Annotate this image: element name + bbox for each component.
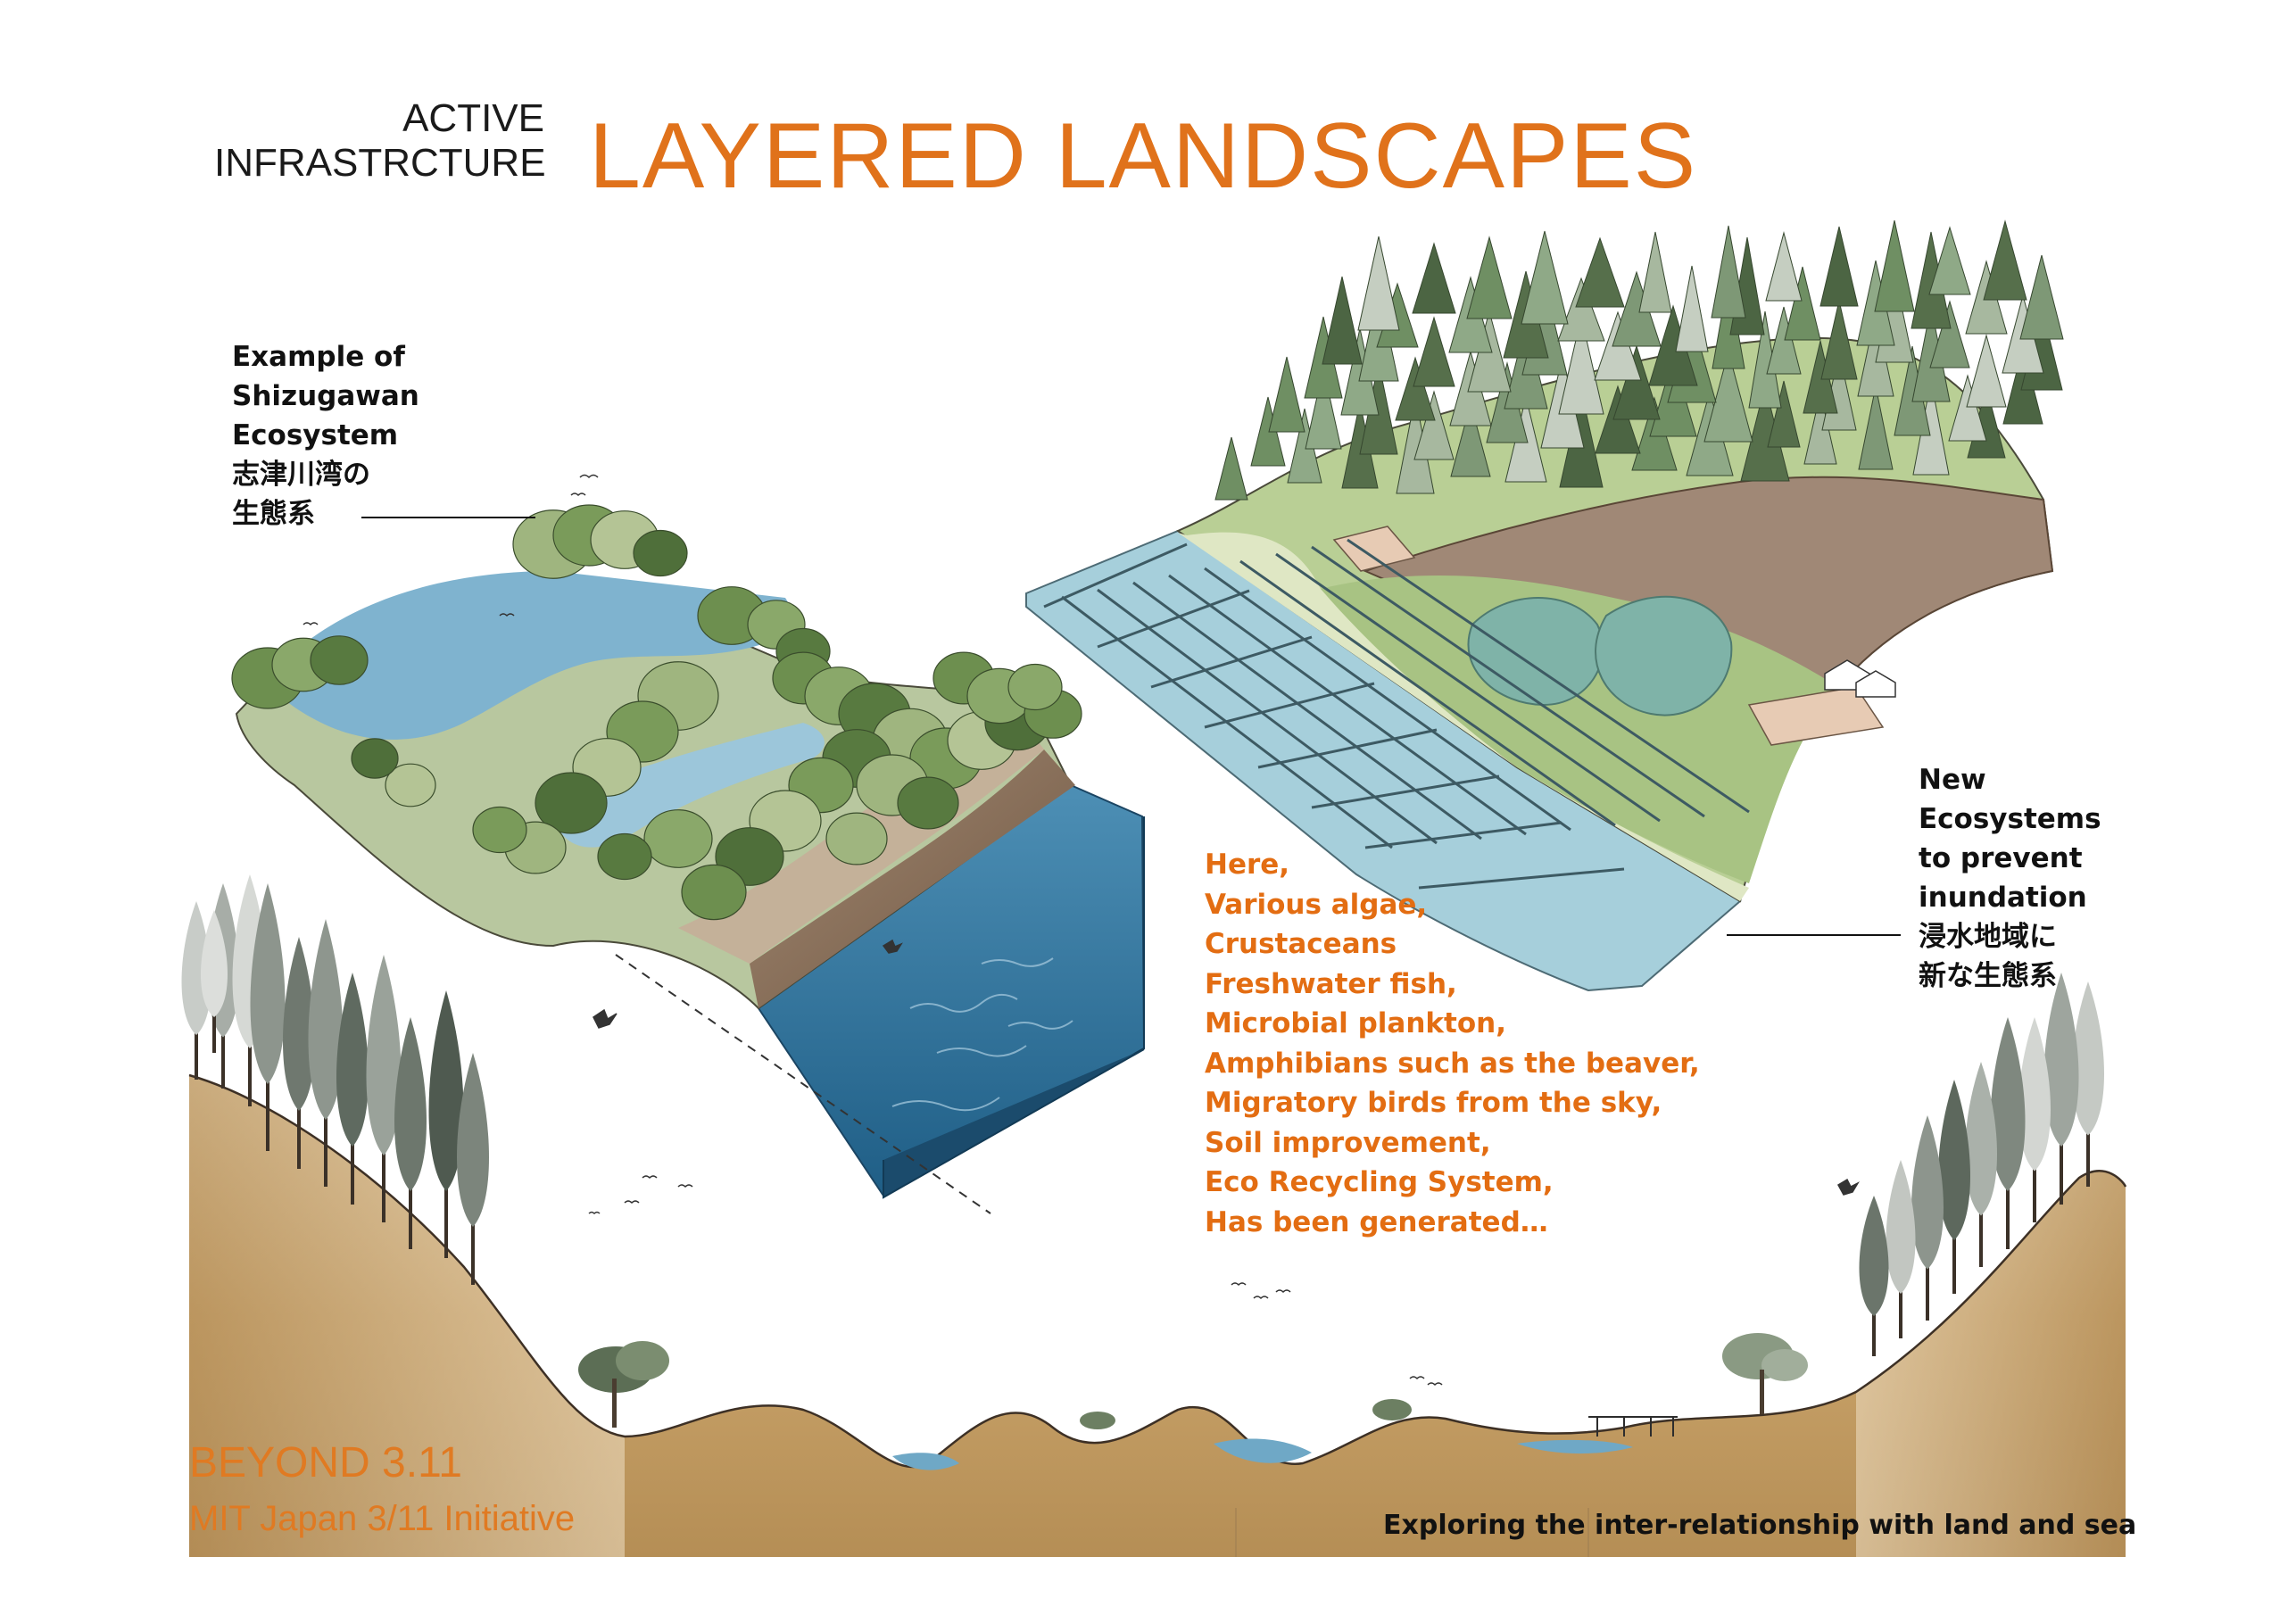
birds [303, 474, 1860, 1387]
list-item: Here, [1205, 849, 1290, 881]
list-item: Soil improvement, [1205, 1126, 1491, 1159]
list-item: Amphibians such as the beaver, [1205, 1047, 1700, 1080]
page-title: LAYERED LANDSCAPES [589, 104, 1698, 208]
list-item: Migratory birds from the sky, [1205, 1087, 1662, 1119]
right-label-line: 新な生態系 [1919, 960, 2057, 992]
mit-initiative: MIT Japan 3/11 Initiative [189, 1499, 576, 1538]
cypress-trees-left [181, 874, 489, 1285]
right-label-line: inundation [1919, 882, 2087, 914]
list-item: Crustaceans [1205, 928, 1397, 960]
list-item: Various algae, [1205, 888, 1428, 921]
left-ecosystem-label: Example of Shizugawan Ecosystem 志津川湾の 生態… [232, 337, 419, 534]
left-label-line: Example of [232, 341, 405, 373]
beyond-title: BEYOND 3.11 [189, 1439, 462, 1486]
active-infrastructure-title: ACTIVE INFRASTRCTURE [214, 96, 546, 186]
active-line-1: ACTIVE [402, 96, 544, 140]
list-item: Freshwater fish, [1205, 967, 1457, 1000]
right-label-line: to prevent [1919, 842, 2083, 874]
ecosystem-list: Here, Various algae, Crustaceans Freshwa… [1205, 845, 1700, 1242]
active-line-2: INFRASTRCTURE [214, 141, 546, 185]
list-item: Has been generated… [1205, 1205, 1548, 1238]
right-ecosystem-label: New Ecosystems to prevent inundation 浸水地… [1919, 760, 2101, 996]
list-item: Microbial plankton, [1205, 1007, 1506, 1039]
caption: Exploring the inter-relationship with la… [1383, 1510, 2137, 1541]
right-label-line: 浸水地域に [1919, 921, 2057, 953]
cross-section-landscape [188, 1073, 2127, 1557]
left-label-line: 志津川湾の [232, 459, 370, 491]
cypress-trees-right [1859, 973, 2104, 1356]
left-label-line: Shizugawan [232, 380, 419, 412]
right-label-line: New [1919, 764, 1986, 796]
bottom-shrubs [578, 1333, 1808, 1429]
right-ecosystem-block [1025, 219, 2064, 992]
left-label-line: 生態系 [232, 498, 315, 530]
list-item: Eco Recycling System, [1205, 1166, 1554, 1198]
left-ecosystem-block [231, 504, 1146, 1214]
left-label-line: Ecosystem [232, 419, 399, 451]
right-label-line: Ecosystems [1919, 803, 2101, 835]
